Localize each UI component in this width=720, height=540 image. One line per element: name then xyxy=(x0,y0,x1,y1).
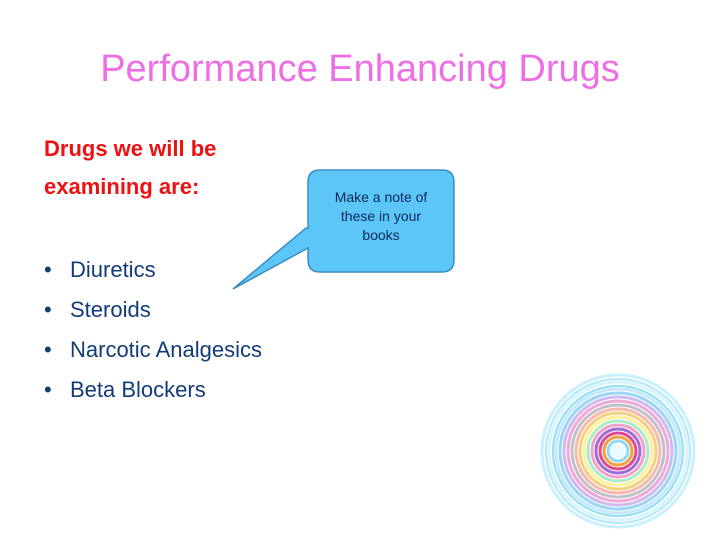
list-item-text: Steroids xyxy=(70,297,151,322)
intro-line-2: examining are: xyxy=(44,174,200,199)
drug-list: • Diuretics • Steroids • Narcotic Analge… xyxy=(44,250,262,410)
intro-text: Drugs we will be examining are: xyxy=(44,130,344,206)
slide-title: Performance Enhancing Drugs xyxy=(100,48,620,90)
bullet-marker: • xyxy=(44,377,52,402)
bullet-marker: • xyxy=(44,257,52,282)
callout-line-3: books xyxy=(362,227,400,243)
list-item: • Beta Blockers xyxy=(44,370,262,410)
intro-line-1: Drugs we will be xyxy=(44,136,217,161)
callout-line-1: Make a note of xyxy=(334,189,428,205)
list-item: • Diuretics xyxy=(44,250,262,290)
list-item: • Narcotic Analgesics xyxy=(44,330,262,370)
list-item-text: Beta Blockers xyxy=(70,377,206,402)
bullet-marker: • xyxy=(44,337,52,362)
callout-text: Make a note of these in your books xyxy=(308,188,454,245)
callout-line-2: these in your xyxy=(340,208,422,224)
list-item: • Steroids xyxy=(44,290,262,330)
list-item-text: Narcotic Analgesics xyxy=(70,337,262,362)
list-item-text: Diuretics xyxy=(70,257,156,282)
bullet-marker: • xyxy=(44,297,52,322)
